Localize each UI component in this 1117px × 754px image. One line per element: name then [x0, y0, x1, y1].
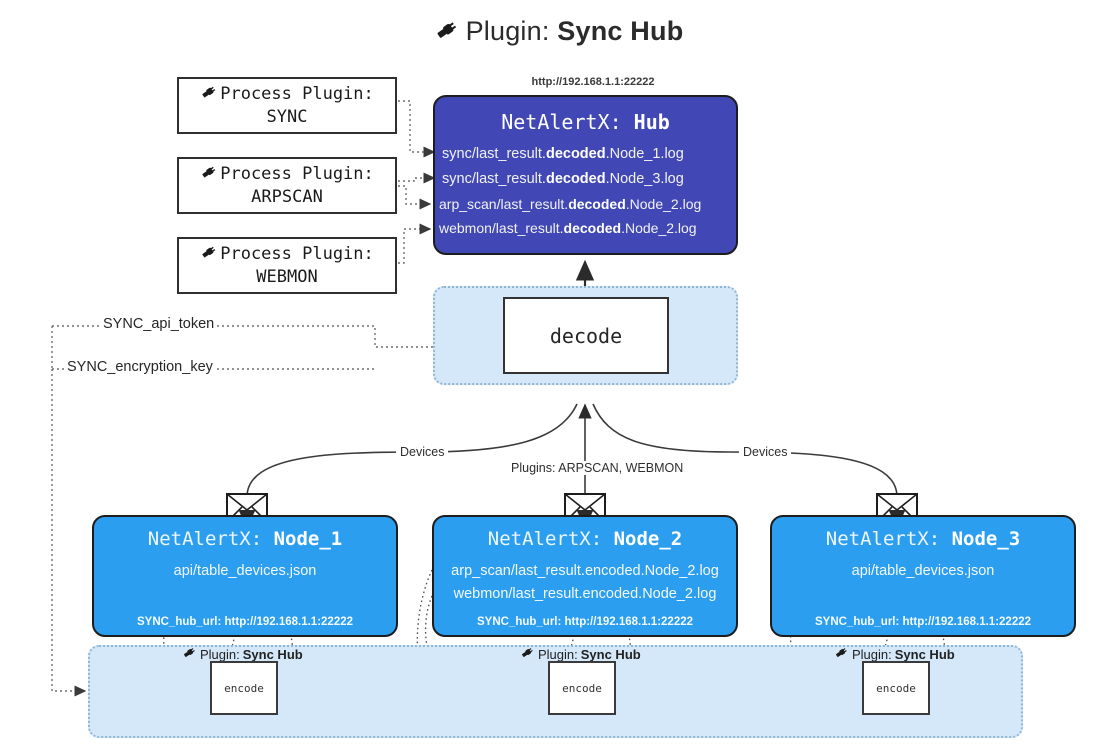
- process-plugin-value: SYNC: [266, 107, 308, 127]
- plug-icon: [200, 243, 218, 267]
- log-bold: decoded: [568, 195, 626, 212]
- node-title-name: Node_3: [951, 528, 1021, 550]
- strip-plugin-prefix: Plugin:: [538, 646, 578, 662]
- node-resource-line: api/table_devices.json: [851, 563, 995, 579]
- process-plugin-webmon[interactable]: Process Plugin: WEBMON: [177, 237, 397, 294]
- node-title: NetAlertX: Node_3: [772, 528, 1074, 550]
- log-post: .Node_1.log: [605, 146, 684, 162]
- plug-icon: [834, 645, 849, 663]
- edge-label-devices-right: Devices: [739, 445, 792, 459]
- plug-icon: [520, 645, 535, 663]
- plug-icon: [434, 17, 460, 50]
- page-title: Plugin: Sync Hub: [0, 16, 1117, 50]
- node-hub-url: SYNC_hub_url: http://192.168.1.1:22222: [136, 616, 354, 628]
- node-hub-url: SYNC_hub_url: http://192.168.1.1:22222: [476, 616, 694, 628]
- encode-box-3[interactable]: encode: [862, 661, 930, 715]
- strip-plugin-name: Sync Hub: [580, 646, 641, 662]
- process-plugin-arpscan[interactable]: Process Plugin: ARPSCAN: [177, 157, 397, 214]
- node-resource-line: arp_scan/last_result.encoded.Node_2.log: [451, 563, 719, 579]
- log-bold: decoded: [563, 219, 622, 236]
- strip-plugin-label-3: Plugin: Sync Hub: [834, 645, 955, 663]
- plug-icon: [200, 163, 218, 187]
- sync-encryption-key-label: SYNC_encryption_key: [64, 359, 216, 375]
- hub-log-entry: sync/last_result.decoded.Node_3.log: [435, 167, 736, 192]
- log-post: .Node_2.log: [625, 195, 702, 212]
- log-pre: sync/last_result.: [442, 146, 546, 162]
- node-resource-line: webmon/last_result.encoded.Node_2.log: [453, 586, 717, 603]
- encode-box-2[interactable]: encode: [548, 661, 616, 715]
- log-bold: decoded: [545, 146, 606, 162]
- node-title-name: Node_1: [273, 528, 343, 550]
- hub-title-name: Hub: [633, 110, 670, 134]
- node-title: NetAlertX: Node_2: [434, 528, 736, 550]
- process-plugin-value: ARPSCAN: [251, 187, 323, 207]
- log-pre: sync/last_result.: [442, 170, 546, 187]
- page-title-prefix: Plugin:: [465, 16, 550, 46]
- hub-log-list: sync/last_result.decoded.Node_1.log sync…: [435, 142, 736, 240]
- node-3[interactable]: NetAlertX: Node_3 api/table_devices.json…: [770, 515, 1076, 637]
- log-bold: decoded: [545, 170, 606, 187]
- strip-plugin-name: Sync Hub: [242, 646, 303, 662]
- strip-plugin-name: Sync Hub: [894, 646, 955, 662]
- log-pre: webmon/last_result.: [439, 219, 564, 236]
- node-2[interactable]: NetAlertX: Node_2 arp_scan/last_result.e…: [432, 515, 738, 637]
- node-resource-line: api/table_devices.json: [173, 563, 317, 579]
- hub-title-prefix: NetAlertX:: [501, 110, 622, 134]
- node-title-prefix: NetAlertX:: [825, 528, 941, 550]
- edge-label-devices-left: Devices: [396, 445, 449, 459]
- log-post: .Node_2.log: [621, 219, 697, 236]
- process-plugin-label: Process Plugin:: [220, 164, 374, 185]
- node-1[interactable]: NetAlertX: Node_1 api/table_devices.json…: [92, 515, 398, 637]
- hub-log-entry: sync/last_result.decoded.Node_1.log: [435, 142, 736, 167]
- process-plugin-value: WEBMON: [256, 267, 318, 287]
- strip-plugin-prefix: Plugin:: [200, 646, 240, 662]
- node-title-prefix: NetAlertX:: [147, 528, 263, 550]
- hub-url-label: http://192.168.1.1:22222: [531, 76, 655, 88]
- plug-icon: [182, 645, 197, 663]
- hub-title: NetAlertX: Hub: [435, 110, 736, 134]
- log-pre: arp_scan/last_result.: [439, 195, 569, 212]
- node-hub-url: SYNC_hub_url: http://192.168.1.1:22222: [814, 616, 1032, 628]
- node-title-prefix: NetAlertX:: [487, 528, 603, 550]
- process-plugin-label: Process Plugin:: [220, 84, 374, 105]
- node-title-name: Node_2: [613, 528, 683, 550]
- decode-box[interactable]: decode: [503, 297, 669, 374]
- process-plugin-sync[interactable]: Process Plugin: SYNC: [177, 77, 397, 134]
- node-title: NetAlertX: Node_1: [94, 528, 396, 550]
- encode-box-1[interactable]: encode: [210, 661, 278, 715]
- strip-plugin-label-2: Plugin: Sync Hub: [520, 645, 641, 663]
- strip-plugin-prefix: Plugin:: [852, 646, 892, 662]
- hub-log-entry: arp_scan/last_result.decoded.Node_2.log: [435, 192, 736, 216]
- process-plugin-label: Process Plugin:: [220, 244, 374, 265]
- plug-icon: [200, 83, 218, 107]
- hub-log-entry: webmon/last_result.decoded.Node_2.log: [435, 216, 736, 240]
- hub-node[interactable]: NetAlertX: Hub sync/last_result.decoded.…: [433, 95, 738, 255]
- log-post: .Node_3.log: [605, 170, 684, 187]
- sync-api-token-label: SYNC_api_token: [100, 316, 218, 332]
- page-title-name: Sync Hub: [557, 16, 684, 46]
- strip-plugin-label-1: Plugin: Sync Hub: [182, 645, 303, 663]
- edge-label-plugins: Plugins: ARPSCAN, WEBMON: [507, 461, 688, 475]
